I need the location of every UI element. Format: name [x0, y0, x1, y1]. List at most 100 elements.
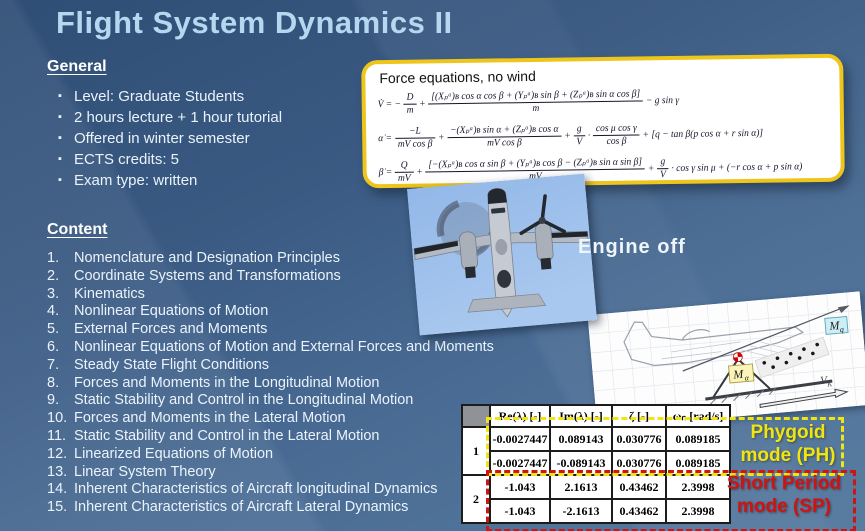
frac-num: g: [573, 123, 586, 136]
content-item-number: 5.: [47, 321, 60, 338]
content-item-text: Coordinate Systems and Transformations: [74, 267, 341, 284]
table-row: 2 -1.043 2.1613 0.43462 2.3998: [461, 474, 731, 524]
table-row: 1 -0.0027447 0.089143 0.030776 0.089185: [461, 426, 731, 476]
cell: -0.0027447: [489, 426, 551, 452]
content-item-number: 4.: [47, 303, 60, 320]
general-item: 2 hours lecture + 1 hour tutorial: [58, 107, 282, 128]
velocity-label: V: [820, 374, 829, 387]
content-item-text: Linear System Theory: [74, 463, 216, 480]
content-item-text: Forces and Moments in the Lateral Motion: [74, 410, 346, 427]
velocity-label-subscript: K: [826, 380, 833, 388]
eq-op: +: [416, 166, 423, 178]
content-item-text: Kinematics: [74, 285, 145, 302]
phygoid-mode-line2: mode (PH): [740, 445, 836, 466]
cell: -0.0027447: [489, 450, 551, 476]
content-heading: Content: [47, 221, 108, 238]
frac-num: g: [656, 156, 669, 169]
content-item: 1. Nomenclature and Designation Principle…: [47, 250, 494, 268]
content-item-text: Linearized Equations of Motion: [74, 445, 274, 462]
cell: 2.3998: [665, 474, 731, 500]
frac-den: V: [576, 135, 583, 147]
cell: 2.1613: [549, 474, 613, 500]
content-item-text: Nonlinear Equations of Motion and Extern…: [74, 338, 494, 355]
content-item-number: 12.: [47, 445, 68, 462]
engine-nacelles: [459, 222, 554, 279]
content-item-text: Nomenclature and Designation Principles: [74, 250, 340, 266]
content-item-number: 15.: [47, 499, 68, 516]
m-alpha-label: M α: [728, 363, 755, 384]
short-period-mode-line2: mode (SP): [737, 496, 831, 517]
general-item: Exam type: written: [58, 170, 282, 191]
cell: -0.089143: [549, 450, 613, 476]
aircraft-sketch-art: V K M α M q: [587, 291, 865, 429]
content-item-text: Inherent Characteristics of Aircraft lon…: [74, 481, 438, 498]
ground-and-stand: [705, 358, 833, 406]
content-item-number: 3.: [47, 285, 60, 302]
eq-lhs: α̇ =: [378, 132, 393, 144]
table-header-zeta: ζ [-]: [611, 404, 667, 428]
eq-op: +: [564, 129, 571, 142]
eq-op: +: [419, 97, 426, 110]
content-item-number: 13.: [47, 463, 68, 480]
frac-num: Q: [394, 159, 414, 173]
content-item-text: Nonlinear Equations of Motion: [74, 303, 269, 320]
content-item: 12. Linearized Equations of Motion: [47, 446, 494, 464]
general-item: Offered in winter semester: [58, 128, 282, 149]
cell: 0.030776: [611, 426, 667, 452]
frac-den: cos β: [606, 135, 627, 147]
content-item: 11.Static Stability and Control in the L…: [47, 428, 494, 446]
content-item: 3. Kinematics: [47, 286, 494, 304]
svg-text:α: α: [744, 373, 750, 382]
fraction: [(Xₚᵃ)ʙ cos α cos β + (Yₚᵃ)ʙ sin β + (Zₚ…: [428, 88, 644, 115]
content-item: 2.Coordinate Systems and Transformations: [47, 268, 494, 286]
aircraft-photo-art: [406, 173, 598, 336]
content-item: 13. Linear System Theory: [47, 464, 494, 482]
frac-den: mV cos β: [397, 137, 433, 150]
content-item-text: Static Stability and Control in the Late…: [74, 427, 380, 444]
frac-den: mV: [397, 172, 411, 184]
table-row: -0.0027447 -0.089143 0.030776 0.089185: [462, 450, 731, 476]
propeller-right-stopped: [519, 194, 566, 235]
fuselage: [487, 188, 516, 318]
frac-num: cos μ cos γ: [592, 122, 640, 136]
table-header-row: Re(λ) [-] Im(λ) [-] ζ [-] ωₙ [rad/s]: [461, 404, 731, 428]
content-item: 10. Forces and Moments in the Lateral Mot…: [47, 410, 494, 428]
eq-op: +: [437, 131, 445, 143]
content-item: 9.Static Stability and Control in the Lo…: [47, 392, 494, 410]
aircraft-photo: [406, 173, 598, 336]
frac-den: mV cos β: [487, 136, 522, 149]
svg-text:M: M: [828, 318, 841, 333]
tailplane: [467, 293, 547, 313]
table-header-im: Im(λ) [-]: [549, 404, 613, 428]
content-item-number: 1.: [47, 250, 60, 266]
content-item-number: 8.: [47, 374, 60, 391]
eq-tail: · cos γ sin μ + (−r cos α + p sin α): [671, 160, 803, 174]
content-item-text: Inherent Characteristics of Aircraft Lat…: [74, 499, 409, 516]
cell: 0.089143: [549, 426, 613, 452]
general-heading: General: [47, 58, 107, 75]
cell: 2.3998: [665, 498, 731, 524]
eq-tail: − g sin γ: [645, 94, 680, 106]
engine-off-label: Engine off: [578, 236, 686, 258]
content-item-number: 10.: [47, 410, 68, 427]
content-item: 5.External Forces and Moments: [47, 321, 494, 339]
phygoid-mode-line1: Phygoid: [750, 422, 826, 443]
general-list: Level: Graduate Students 2 hours lecture…: [58, 86, 282, 191]
frac-den: m: [406, 104, 414, 116]
content-item-number: 9.: [47, 392, 60, 409]
grid-horizontal-lines: [589, 309, 865, 411]
jet-wireframe: [623, 321, 805, 367]
table-header-re: Re(λ) [-]: [489, 404, 551, 428]
cell: 0.089185: [665, 426, 731, 452]
eq-tail: + [q − tan β(p cos α + r sin α)]: [642, 127, 764, 140]
content-item-number: 7.: [47, 356, 60, 373]
cg-symbol: [732, 352, 743, 363]
content-item: 8.Forces and Moments in the Longitudinal…: [47, 375, 494, 393]
eq-op: ·: [587, 129, 591, 141]
main-landing-gear: [497, 269, 512, 288]
